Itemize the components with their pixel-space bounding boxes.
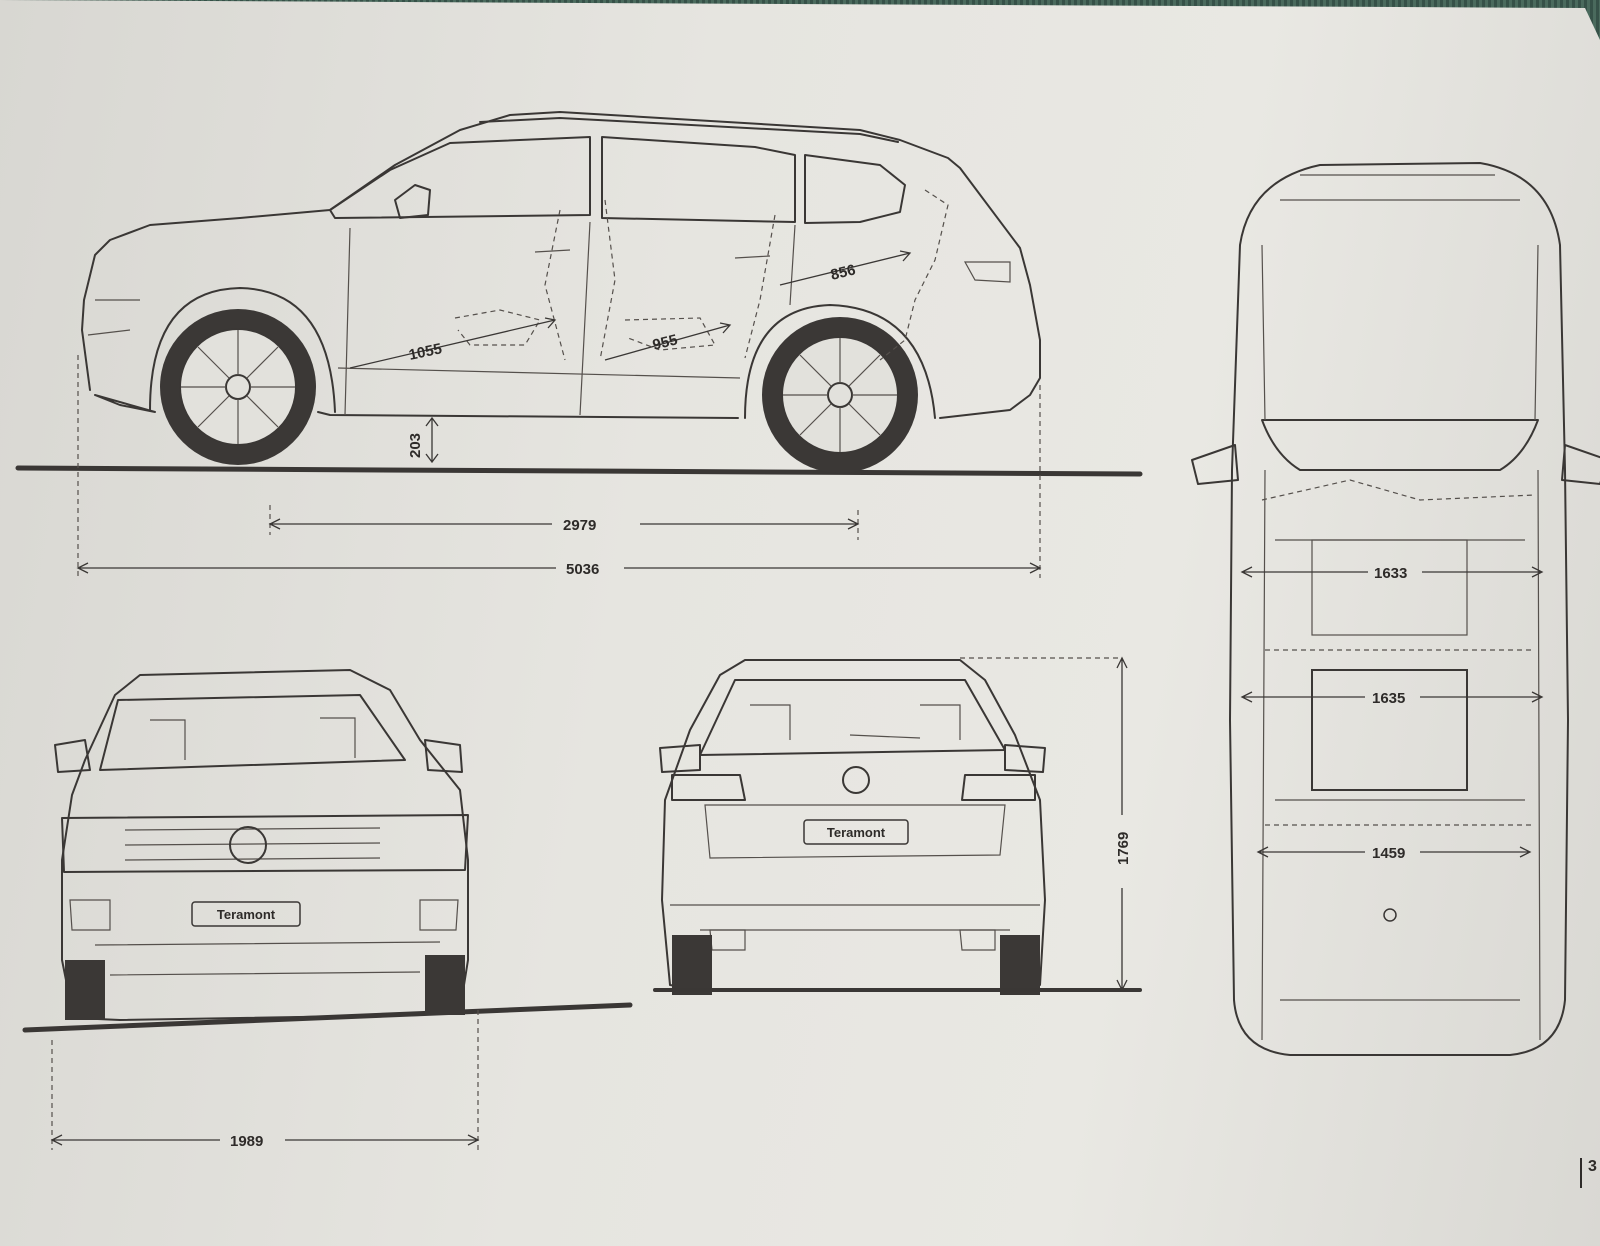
quarter-window (804, 154, 906, 224)
side-body-outline (81, 111, 1041, 419)
tail-light-side (963, 261, 1011, 283)
rear-bumper-lines (670, 904, 1040, 931)
middle-seat-occupant-outline (624, 214, 776, 359)
side-extension-lines (77, 355, 1041, 578)
front-fascia-lines (87, 299, 140, 336)
rear-wiper (849, 734, 921, 739)
rear-wheel (762, 317, 918, 473)
rear-window (699, 679, 1006, 756)
length-label: 5036 (566, 561, 599, 578)
rear-view: Teramont 1769 (653, 656, 1142, 995)
door-handles (534, 249, 771, 259)
third-row-legroom-label: 856 (829, 261, 857, 284)
rear-badge-text: Teramont (827, 825, 886, 840)
ground-clearance-arrow (425, 416, 439, 464)
front-window (329, 136, 591, 219)
width-extension-lines (51, 1010, 479, 1150)
side-view: 203 1055 955 856 2979 5036 (15, 111, 1143, 578)
second-row-shoulder-label: 1635 (1372, 690, 1405, 707)
rear-handle (1383, 908, 1397, 922)
page-number: 3 (1580, 1158, 1600, 1188)
roof-rail (479, 117, 899, 143)
rear-vw-logo (842, 766, 870, 794)
width-label: 1989 (230, 1133, 263, 1150)
wheelbase-label: 2979 (563, 517, 596, 534)
length-arrow (76, 562, 1042, 574)
top-windshield (1261, 419, 1539, 471)
top-mirrors (1191, 444, 1600, 485)
hood-lines (1261, 174, 1539, 421)
rear-mirrors (659, 744, 1046, 773)
second-row-legroom-label: 955 (651, 331, 679, 354)
rear-badge-plate (803, 819, 909, 845)
front-body-outline (61, 669, 469, 1021)
side-ground-line (15, 465, 1143, 477)
front-bumper-lines (94, 941, 441, 976)
third-row-shoulder-arrow (1256, 846, 1532, 858)
side-mirror (394, 184, 431, 219)
top-view: 1633 1635 1459 (1191, 162, 1600, 1056)
front-view: Teramont 1989 (22, 669, 633, 1150)
rear-wheel-arch (744, 304, 936, 419)
front-tire-left (65, 960, 105, 1020)
rear-tire-left (672, 935, 712, 995)
tailgate-panel (704, 804, 1006, 859)
exhaust-tips (709, 929, 996, 951)
seat-row-outlines (1261, 479, 1536, 826)
ground-clearance-label: 203 (407, 433, 424, 458)
height-arrow (1116, 656, 1128, 992)
side-sill-line (337, 367, 741, 379)
width-arrow (50, 1134, 480, 1146)
second-row-legroom-arrow (604, 322, 732, 361)
rear-headrests (750, 704, 961, 740)
front-mirrors (54, 739, 463, 773)
front-wheel-arch (149, 287, 336, 413)
front-vw-logo (229, 826, 267, 864)
front-grille (61, 814, 469, 873)
sunroof (1311, 669, 1468, 791)
front-seat-occupant-outline (454, 199, 616, 361)
front-sunroof-panel (1311, 539, 1468, 636)
third-row-legroom-arrow (779, 250, 912, 286)
top-body-outline (1229, 162, 1569, 1056)
wheelbase-arrow (268, 518, 860, 530)
front-tire-right (425, 955, 465, 1015)
second-row-shoulder-arrow (1240, 691, 1544, 703)
roof-outline (1261, 469, 1541, 1041)
fog-lights (69, 899, 459, 931)
windshield (99, 694, 406, 771)
tail-lights (671, 774, 1036, 801)
grille-bars (124, 827, 381, 861)
front-wheel (160, 309, 316, 465)
first-row-legroom-label: 1055 (407, 340, 443, 364)
height-label: 1769 (1115, 832, 1132, 865)
front-badge-plate (191, 901, 301, 927)
door-seams (344, 221, 796, 416)
first-row-legroom-arrow (349, 317, 557, 369)
first-row-shoulder-arrow (1240, 566, 1544, 578)
front-headrests (150, 717, 356, 760)
rear-seat-occupant-outline (879, 189, 949, 361)
rear-door-window (601, 136, 796, 223)
rear-tire-right (1000, 935, 1040, 995)
front-badge-text: Teramont (217, 907, 276, 922)
first-row-shoulder-label: 1633 (1374, 565, 1407, 582)
third-row-shoulder-label: 1459 (1372, 845, 1405, 862)
